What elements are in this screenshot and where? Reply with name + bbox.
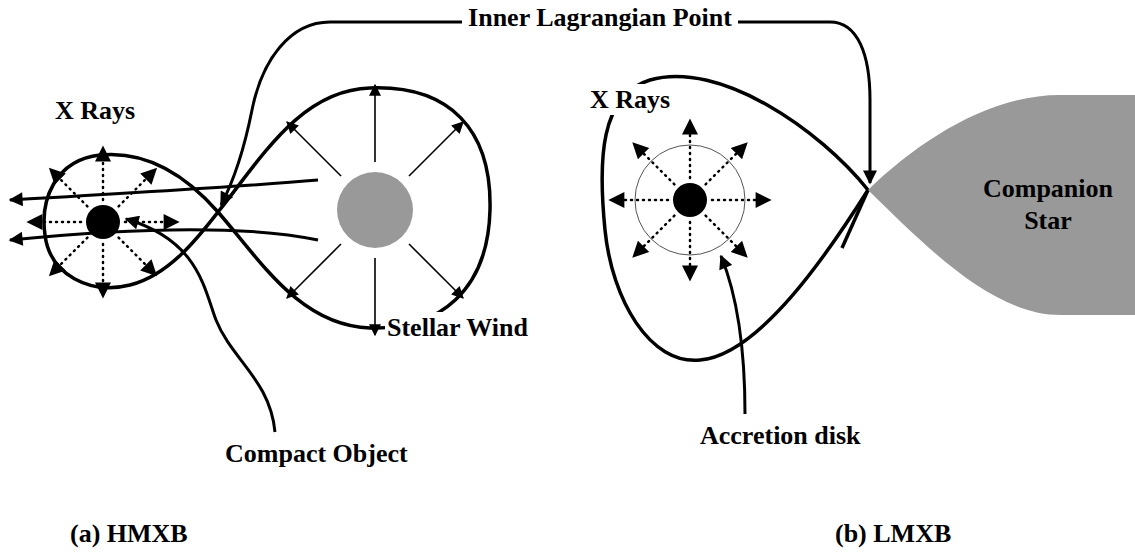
compact-object <box>673 183 707 217</box>
stellar-wind-arrows <box>287 85 463 335</box>
leader-line <box>738 22 870 183</box>
diagram-label: X Rays <box>588 84 672 115</box>
diagram-label: Stellar Wind <box>385 312 530 343</box>
accretion-disk <box>635 145 745 255</box>
diagram-label: Accretion disk <box>700 420 861 451</box>
diagram-label: (b) LMXB <box>835 518 951 549</box>
massive-star <box>337 172 413 248</box>
x-ray-rays <box>28 147 178 297</box>
diagram-label: X Rays <box>55 95 135 126</box>
roche-lobe-outline <box>602 77 868 361</box>
mass-stream <box>10 180 318 200</box>
node-text-box: Companion Star <box>968 173 1128 237</box>
x-ray-rays <box>610 120 770 280</box>
diagram-label: Compact Object <box>225 438 408 469</box>
companion-star: Companion Star <box>868 92 1135 318</box>
diagram-label: (a) HMXB <box>70 518 188 549</box>
roche-lobe-outline <box>218 88 490 328</box>
compact-object <box>86 205 120 239</box>
star-label: Companion Star <box>968 173 1128 237</box>
star-shape <box>868 95 1135 315</box>
leader-line <box>721 256 745 414</box>
diagram-label: Inner Lagrangian Point <box>465 2 735 33</box>
roche-lobe-outline <box>842 190 868 248</box>
leader-line <box>126 219 275 432</box>
leader-line <box>221 22 462 205</box>
star-shape <box>868 92 1135 318</box>
